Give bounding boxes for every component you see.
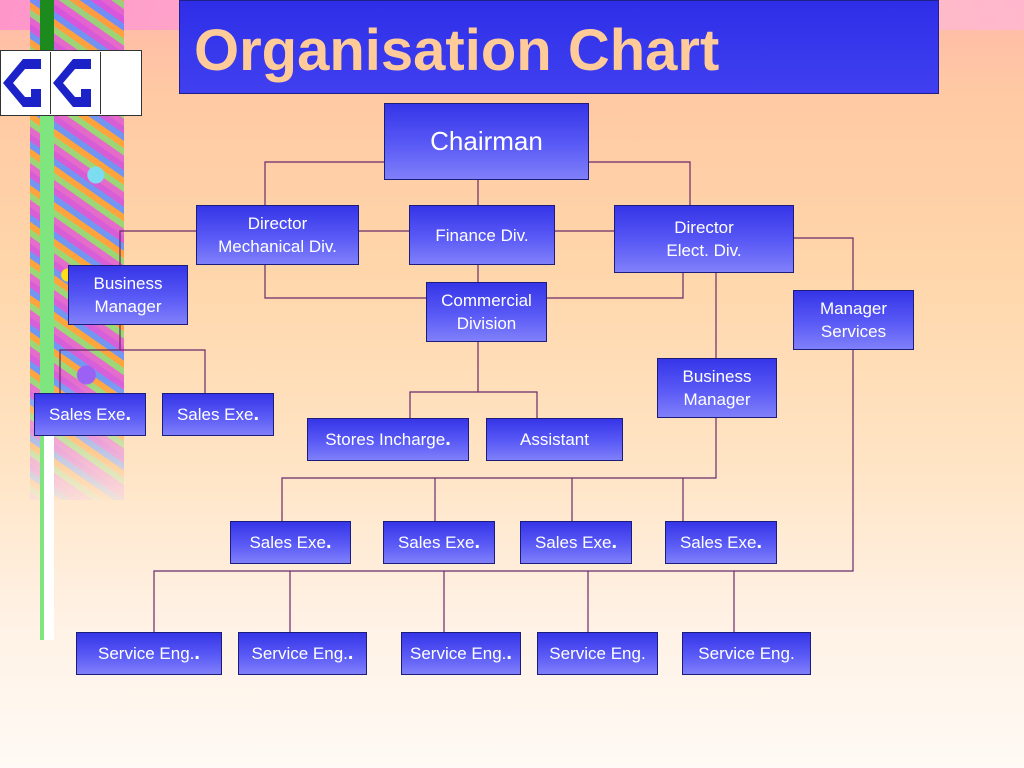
gg-monogram-icon bbox=[3, 52, 101, 114]
chairman-label: Chairman bbox=[430, 126, 543, 156]
sales-exe-dot: . bbox=[756, 531, 763, 553]
assistant-node: Assistant bbox=[486, 418, 623, 461]
title-bar: Organisation Chart bbox=[179, 0, 939, 94]
business-manager-left-line2: Manager bbox=[94, 297, 162, 316]
business-manager-right-node: Business Manager bbox=[657, 358, 777, 418]
sales-exe-label: Sales Exe bbox=[679, 533, 757, 552]
chairman-node: Chairman bbox=[384, 103, 589, 180]
director-electrical-line1: Director bbox=[674, 218, 734, 237]
manager-services-line2: Services bbox=[820, 322, 887, 341]
manager-services-node: Manager Services bbox=[793, 290, 914, 350]
sales-exe-node: Sales Exe. bbox=[520, 521, 632, 564]
sales-exe-label: Sales Exe bbox=[48, 405, 126, 424]
sales-exe-node: Sales Exe. bbox=[162, 393, 274, 436]
commercial-division-line1: Commercial bbox=[441, 291, 532, 310]
service-eng-node: Service Eng.. bbox=[76, 632, 222, 675]
business-manager-left-node: Business Manager bbox=[68, 265, 188, 325]
service-eng-label: Service Eng. bbox=[410, 644, 507, 663]
service-eng-label: Service Eng. bbox=[549, 644, 646, 663]
stores-incharge-dot: . bbox=[445, 428, 451, 450]
service-eng-node: Service Eng.. bbox=[238, 632, 367, 675]
sales-exe-label: Sales Exe bbox=[176, 405, 254, 424]
sales-exe-label: Sales Exe bbox=[249, 533, 326, 552]
company-logo bbox=[0, 50, 142, 116]
service-eng-node: Service Eng.. bbox=[401, 632, 521, 675]
sales-exe-node: Sales Exe. bbox=[230, 521, 351, 564]
director-mechanical-node: Director Mechanical Div. bbox=[196, 205, 359, 265]
service-eng-label: Service Eng. bbox=[698, 644, 795, 663]
finance-division-label: Finance Div. bbox=[435, 225, 529, 245]
green-stripe-top bbox=[40, 0, 54, 55]
sales-exe-label: Sales Exe bbox=[534, 533, 612, 552]
sales-exe-dot: . bbox=[253, 403, 260, 425]
service-eng-node: Service Eng. bbox=[537, 632, 658, 675]
service-eng-node: Service Eng. bbox=[682, 632, 811, 675]
director-mechanical-line2: Mechanical Div. bbox=[218, 237, 337, 256]
sales-exe-dot: . bbox=[611, 531, 618, 553]
director-electrical-line2: Elect. Div. bbox=[666, 241, 742, 260]
finance-division-node: Finance Div. bbox=[409, 205, 555, 265]
business-manager-left-line1: Business bbox=[93, 274, 163, 293]
commercial-division-line2: Division bbox=[456, 314, 517, 333]
sales-exe-node: Sales Exe. bbox=[383, 521, 495, 564]
sales-exe-dot: . bbox=[325, 531, 332, 553]
slide-title: Organisation Chart bbox=[194, 18, 720, 83]
sales-exe-node: Sales Exe. bbox=[34, 393, 146, 436]
business-manager-right-line1: Business bbox=[682, 367, 752, 386]
sales-exe-label: Sales Exe bbox=[397, 533, 475, 552]
manager-services-line1: Manager bbox=[819, 299, 888, 318]
service-eng-label: Service Eng. bbox=[251, 644, 348, 663]
service-eng-dot: . bbox=[347, 642, 354, 664]
service-eng-label: Service Eng. bbox=[98, 644, 195, 663]
stores-incharge-node: Stores Incharge. bbox=[307, 418, 469, 461]
white-stripe bbox=[44, 430, 54, 640]
sales-exe-dot: . bbox=[125, 403, 132, 425]
commercial-division-node: Commercial Division bbox=[426, 282, 547, 342]
sales-exe-dot: . bbox=[474, 531, 481, 553]
stores-incharge-label: Stores Incharge bbox=[325, 430, 446, 449]
director-mechanical-line1: Director bbox=[247, 214, 308, 233]
service-eng-dot: . bbox=[194, 642, 200, 664]
sales-exe-node: Sales Exe. bbox=[665, 521, 777, 564]
business-manager-right-line2: Manager bbox=[683, 390, 751, 409]
director-electrical-node: Director Elect. Div. bbox=[614, 205, 794, 273]
assistant-label: Assistant bbox=[520, 430, 589, 449]
service-eng-dot: . bbox=[506, 642, 512, 664]
